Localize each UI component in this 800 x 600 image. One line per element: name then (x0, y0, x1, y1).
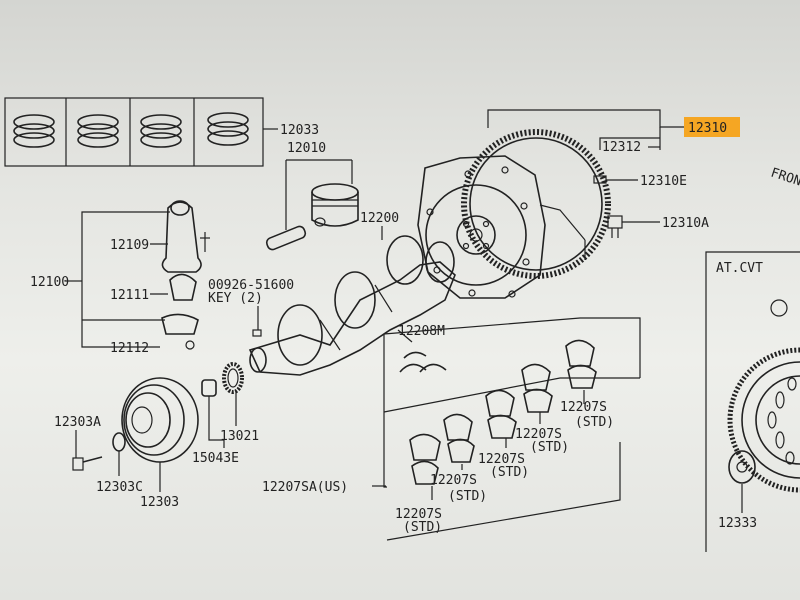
label-bearing-3-num: 12207S (478, 452, 525, 467)
label-12303a: 12303A (54, 415, 101, 430)
flywheel-12310 (417, 129, 611, 299)
label-bearing-5-num: 12207S (560, 400, 607, 415)
label-12100: 12100 (30, 275, 69, 290)
label-bearing-2-num: 12207S (430, 473, 477, 488)
front-arrow-label: FRONT (769, 166, 800, 192)
label-12303: 12303 (140, 495, 179, 510)
main-bearing-box (372, 317, 641, 541)
woodruff-key (252, 329, 262, 337)
piston-rings-12033 (4, 97, 278, 167)
highlight-12310 (684, 117, 740, 137)
label-key-part: 00926-51600 (208, 278, 294, 293)
crank-pulley-12303 (121, 377, 199, 492)
label-bearing-3-std: (STD) (490, 465, 529, 480)
label-12112: 12112 (110, 341, 149, 356)
label-12312: 12312 (602, 140, 641, 155)
bolt-12310a (607, 215, 660, 238)
label-bearing-5-std: (STD) (575, 415, 614, 430)
sprocket-13021 (222, 362, 244, 426)
label-15043e: 15043E (192, 451, 239, 466)
bolt-12303a (72, 430, 103, 471)
label-bearing-1-num: 12207S (395, 507, 442, 522)
label-bearing-4-num: 12207S (515, 427, 562, 442)
label-12111: 12111 (110, 288, 149, 303)
label-12033: 12033 (280, 123, 319, 138)
thrust-bearing-12208m (397, 329, 447, 373)
label-12333: 12333 (718, 516, 757, 531)
at-cvt-box (705, 251, 800, 552)
label-12310e: 12310E (640, 174, 687, 189)
label-12010: 12010 (287, 141, 326, 156)
label-12303c: 12303C (96, 480, 143, 495)
label-12109: 12109 (110, 238, 149, 253)
washer-12303c (112, 432, 126, 476)
spacer-15043e (201, 379, 225, 448)
label-12310: 12310 (688, 121, 727, 136)
connecting-rod-group (66, 200, 210, 350)
crankshaft-12200 (248, 235, 456, 376)
label-bearing-1-std: (STD) (403, 520, 442, 535)
label-13021: 13021 (220, 429, 259, 444)
label-12207sa-us: 12207SA(US) (262, 480, 348, 495)
label-12200: 12200 (360, 211, 399, 226)
label-12310a: 12310A (662, 216, 709, 231)
bolt-12310e (593, 175, 638, 184)
piston-12010: 12010 (265, 141, 359, 251)
label-key-desc: KEY (2) (208, 291, 263, 306)
label-at-cvt: AT.CVT (716, 261, 763, 276)
label-bearing-4-std: (STD) (530, 440, 569, 455)
label-bearing-2-std: (STD) (448, 489, 487, 504)
